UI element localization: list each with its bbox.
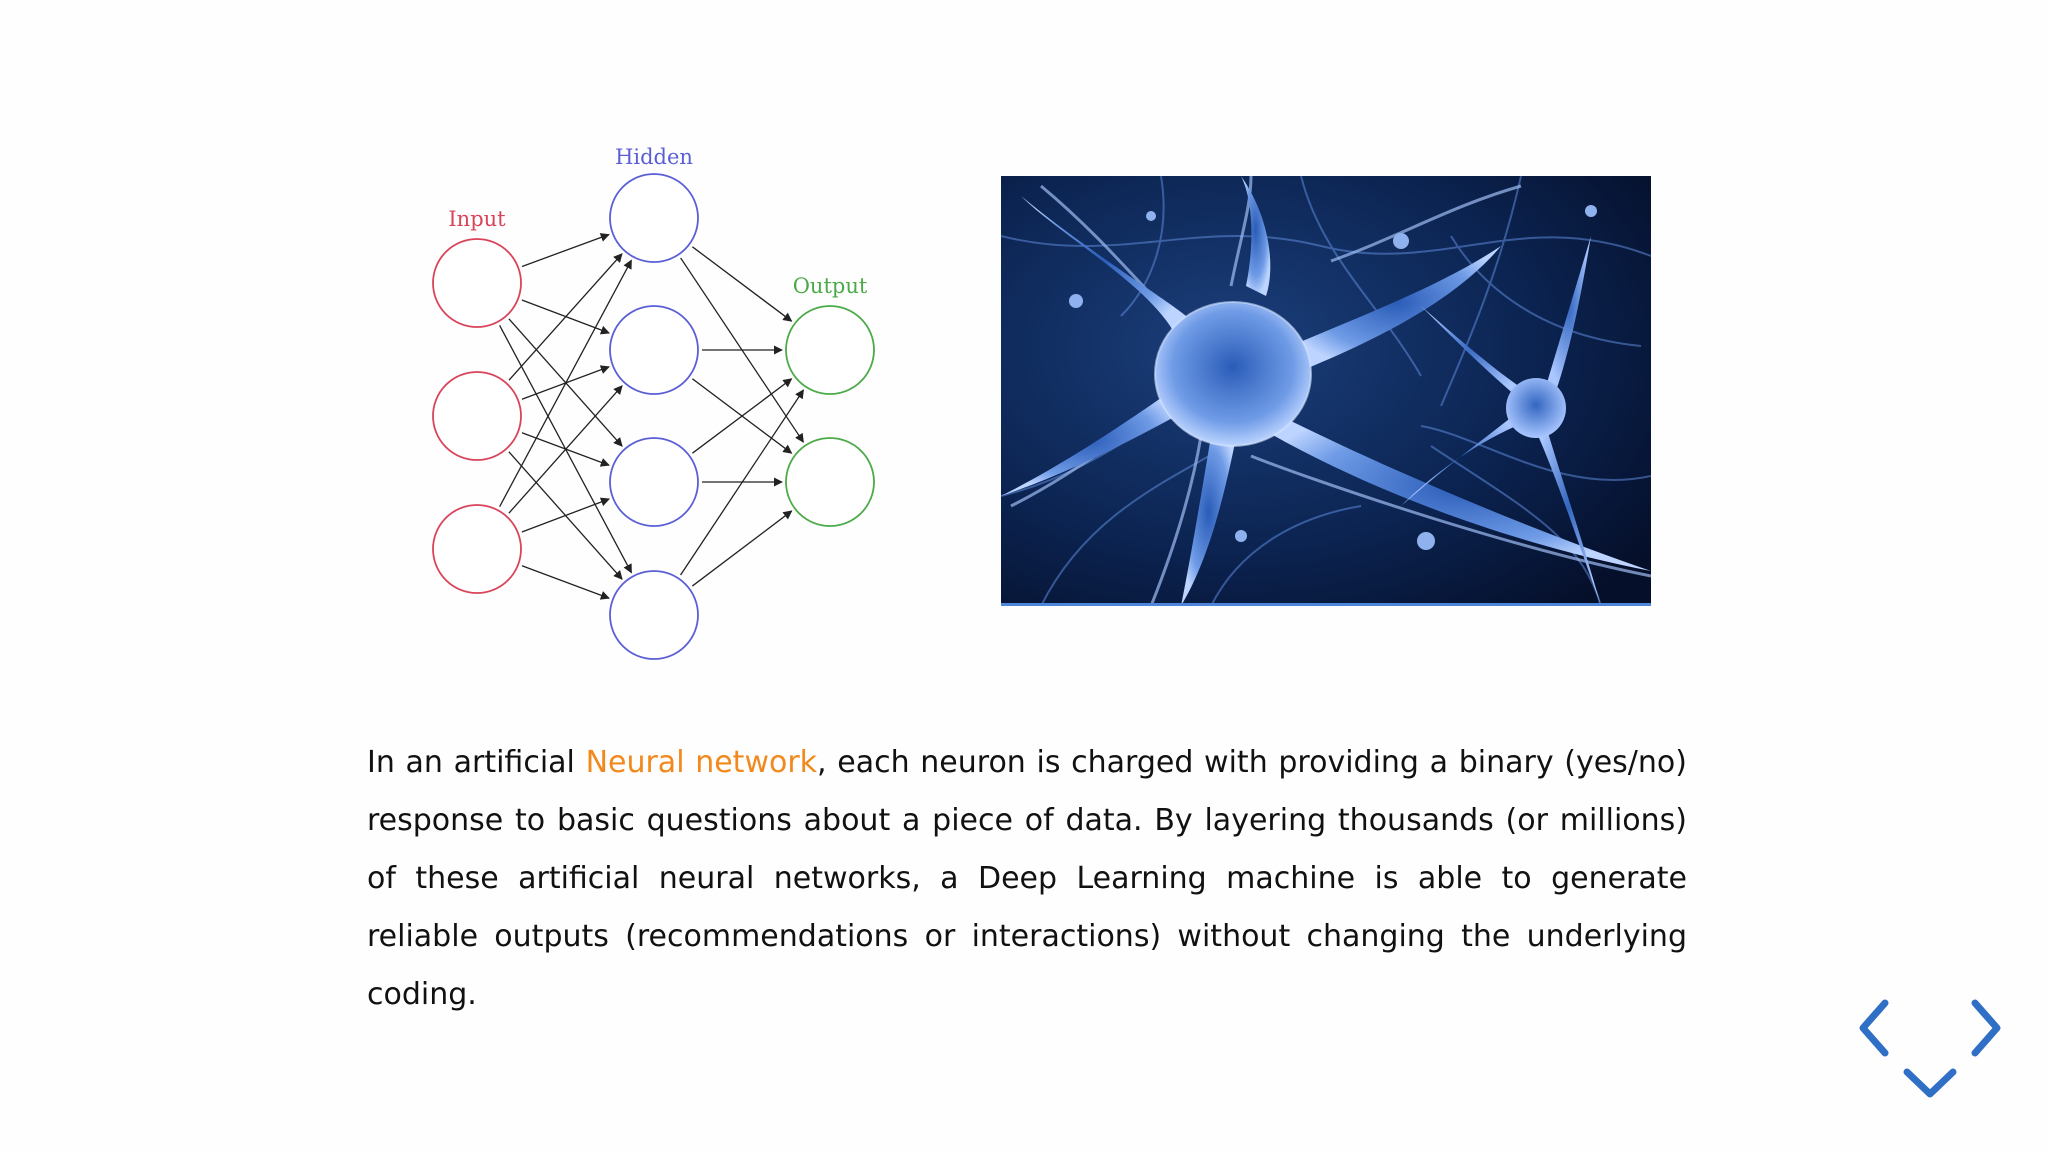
connection-arrow-hidden-4-to-output-2 — [692, 511, 791, 586]
paragraph-suffix: , each neuron is charged with providing … — [367, 745, 1687, 1012]
connection-arrow-input-2-to-hidden-1 — [509, 254, 622, 380]
neuron-photo — [1001, 176, 1651, 606]
neuron-nodes — [433, 174, 874, 659]
output-neuron-2 — [786, 438, 874, 526]
next-slide-button[interactable] — [1965, 998, 2005, 1058]
input-neuron-2 — [433, 372, 521, 460]
output-layer-label: Output — [793, 274, 868, 298]
input-neuron-1 — [433, 239, 521, 327]
connection-arrow-input-1-to-hidden-1 — [522, 235, 609, 267]
input-neuron-3 — [433, 505, 521, 593]
hidden-neuron-1 — [610, 174, 698, 262]
paragraph-prefix: In an artificial — [367, 745, 586, 780]
description-paragraph: In an artificial Neural network, each ne… — [367, 734, 1687, 1024]
connection-arrow-hidden-1-to-output-1 — [692, 247, 791, 321]
hidden-neuron-4 — [610, 571, 698, 659]
output-neuron-1 — [786, 306, 874, 394]
slide-navigation — [1855, 998, 2005, 1108]
hidden-neuron-3 — [610, 438, 698, 526]
connection-arrow-input-3-to-hidden-4 — [522, 566, 609, 598]
hidden-neuron-2 — [610, 306, 698, 394]
prev-slide-button[interactable] — [1855, 998, 1895, 1058]
connection-arrow-hidden-4-to-output-1 — [681, 390, 804, 575]
neural-network-link[interactable]: Neural network — [586, 745, 817, 780]
connection-arrow-input-3-to-hidden-2 — [509, 386, 622, 513]
hidden-layer-label: Hidden — [615, 145, 693, 169]
neural-network-diagram: Input Hidden Output — [420, 140, 900, 680]
down-slide-button[interactable] — [1900, 1063, 1960, 1108]
connection-arrow-input-3-to-hidden-3 — [522, 499, 609, 532]
connection-arrows — [500, 235, 804, 599]
input-layer-label: Input — [448, 207, 506, 231]
